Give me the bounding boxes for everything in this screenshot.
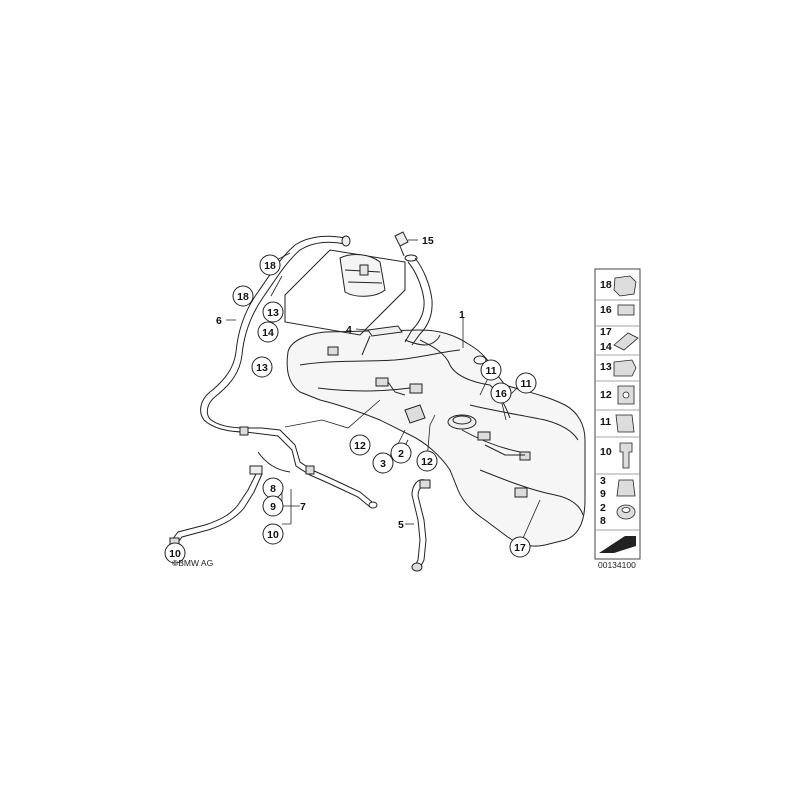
label-15: 15 xyxy=(422,235,434,247)
filler-neck-drawing xyxy=(404,254,433,346)
fuel-tank-drawing xyxy=(286,329,586,547)
legend-part-8-hole-icon xyxy=(621,507,631,513)
legend-part-11-icon xyxy=(615,414,635,433)
callout-3: 3 xyxy=(372,452,394,474)
legend-label-9: 9 xyxy=(600,488,606,500)
legend-part-14-icon xyxy=(613,332,639,351)
legend-arrow-icon xyxy=(599,536,636,553)
vent-line-drawing xyxy=(411,479,431,572)
svg-text:9: 9 xyxy=(270,501,276,513)
return-line-drawing xyxy=(169,465,263,548)
callout-2: 2 xyxy=(390,442,412,464)
callout-10a: 10 xyxy=(262,523,284,545)
legend-part-12-hole-icon xyxy=(622,391,630,399)
callout-17: 17 xyxy=(509,536,531,558)
callout-18a: 18 xyxy=(259,254,281,276)
label-6: 6 xyxy=(216,315,222,327)
legend-label-12: 12 xyxy=(600,389,612,401)
svg-text:13: 13 xyxy=(267,307,279,319)
callout-12b: 12 xyxy=(416,450,438,472)
legend-label-3: 3 xyxy=(600,475,606,487)
copyright-text: ©BMW AG xyxy=(172,558,213,568)
svg-text:3: 3 xyxy=(380,458,386,470)
svg-text:18: 18 xyxy=(264,260,276,272)
callout-9: 9 xyxy=(262,495,284,517)
legend-part-16-icon xyxy=(617,304,635,316)
legend-label-17: 17 xyxy=(600,326,612,338)
sensor-15-drawing xyxy=(394,231,409,257)
fuel-line-drawing xyxy=(200,235,378,509)
svg-text:11: 11 xyxy=(520,378,531,390)
legend-arrow-highlight-icon xyxy=(599,533,627,552)
legend-part-9-grommet-icon xyxy=(616,479,636,497)
legend-label-8: 8 xyxy=(600,515,606,527)
callout-16: 16 xyxy=(490,382,512,404)
label-1: 1 xyxy=(459,309,465,321)
legend-panel: 18 16 17 14 13 12 11 10 3 9 2 8 xyxy=(594,268,641,560)
clip-4-drawing xyxy=(361,325,403,356)
legend-label-10: 10 xyxy=(600,446,612,458)
label-7: 7 xyxy=(300,501,306,513)
svg-text:10: 10 xyxy=(169,548,181,560)
callout-12a: 12 xyxy=(349,434,371,456)
svg-text:16: 16 xyxy=(495,388,507,400)
legend-part-13-icon xyxy=(613,359,637,377)
legend-label-11: 11 xyxy=(600,416,611,428)
vent-valve-drawing xyxy=(284,249,406,336)
svg-text:11: 11 xyxy=(485,365,496,377)
callout-11b: 11 xyxy=(515,372,537,394)
callout-18b: 18 xyxy=(232,285,254,307)
legend-part-10-bolt-icon xyxy=(619,442,633,469)
callout-14: 14 xyxy=(257,321,279,343)
legend-label-13: 13 xyxy=(600,361,612,373)
svg-text:2: 2 xyxy=(398,448,404,460)
svg-text:12: 12 xyxy=(354,440,366,452)
callout-8: 8 xyxy=(262,477,284,499)
legend-part-18-icon xyxy=(613,275,637,297)
legend-label-16: 16 xyxy=(600,304,612,316)
svg-text:18: 18 xyxy=(237,291,249,303)
legend-label-2: 2 xyxy=(600,502,606,514)
diagram-number: 00134100 xyxy=(598,560,636,570)
label-4: 4 xyxy=(346,324,352,336)
svg-text:12: 12 xyxy=(421,456,433,468)
callout-10b: 10 xyxy=(164,542,186,564)
svg-text:17: 17 xyxy=(514,542,526,554)
callout-13a: 13 xyxy=(262,301,284,323)
label-5: 5 xyxy=(398,519,404,531)
legend-label-14: 14 xyxy=(600,341,612,353)
callout-13b: 13 xyxy=(251,356,273,378)
callout-11a: 11 xyxy=(480,359,502,381)
svg-text:10: 10 xyxy=(267,529,279,541)
svg-text:14: 14 xyxy=(262,327,274,339)
svg-text:13: 13 xyxy=(256,362,268,374)
svg-text:8: 8 xyxy=(270,483,276,495)
legend-label-18: 18 xyxy=(600,279,612,291)
